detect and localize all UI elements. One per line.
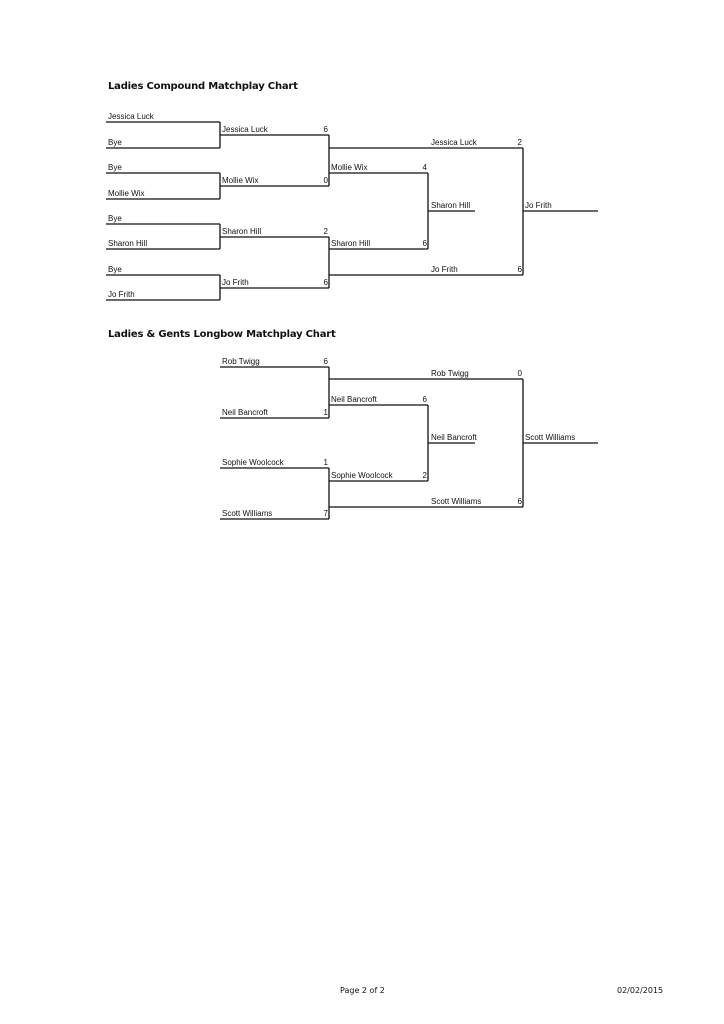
longbow-finalist-score: 0	[517, 369, 522, 378]
compound-r1-entry: Bye	[108, 138, 122, 147]
longbow-chart-title: Ladies & Gents Longbow Matchplay Chart	[108, 329, 336, 340]
compound-r2-score: 6	[323, 278, 328, 287]
compound-chart-title: Ladies Compound Matchplay Chart	[108, 81, 298, 92]
compound-bracket-lines	[106, 121, 598, 301]
compound-semi-name: Mollie Wix	[331, 163, 368, 172]
longbow-r1-score: 6	[323, 357, 328, 366]
compound-r2-name: Jo Frith	[222, 278, 249, 287]
longbow-r1-name: Neil Bancroft	[222, 408, 268, 417]
longbow-r1-score: 7	[323, 509, 328, 518]
longbow-r1-score: 1	[323, 458, 328, 467]
compound-r1-entry: Jessica Luck	[108, 112, 154, 121]
longbow-semi-score: 2	[422, 471, 427, 480]
longbow-r1-score: 1	[323, 408, 328, 417]
longbow-r1-name: Sophie Woolcock	[222, 458, 284, 467]
compound-finalist-score: 2	[517, 138, 522, 147]
compound-winner: Jo Frith	[525, 201, 552, 210]
compound-third-place: Sharon Hill	[431, 201, 471, 210]
compound-r2-name: Sharon Hill	[222, 227, 262, 236]
page-number: Page 2 of 2	[340, 986, 385, 995]
print-date: 02/02/2015	[617, 986, 664, 995]
longbow-r1-name: Rob Twigg	[222, 357, 260, 366]
longbow-semi-name: Neil Bancroft	[331, 395, 377, 404]
compound-r1-entry: Jo Frith	[108, 290, 135, 299]
longbow-finalist-score: 6	[517, 497, 522, 506]
longbow-semi-name: Sophie Woolcock	[331, 471, 393, 480]
longbow-finalist-name: Scott Williams	[431, 497, 482, 506]
compound-finalist-name: Jo Frith	[431, 265, 458, 274]
compound-r2-name: Jessica Luck	[222, 125, 268, 134]
compound-r2-name: Mollie Wix	[222, 176, 259, 185]
longbow-winner: Scott Williams	[525, 433, 576, 442]
compound-semi-name: Sharon Hill	[331, 239, 371, 248]
compound-r2-score: 6	[323, 125, 328, 134]
longbow-bracket-lines	[220, 366, 598, 520]
compound-r1-entry: Bye	[108, 214, 122, 223]
longbow-r1-name: Scott Williams	[222, 509, 273, 518]
compound-r2-score: 2	[323, 227, 328, 236]
compound-r1-entry: Sharon Hill	[108, 239, 148, 248]
compound-r1-entry: Bye	[108, 265, 122, 274]
compound-semi-score: 4	[422, 163, 427, 172]
compound-finalist-score: 6	[517, 265, 522, 274]
compound-semi-score: 6	[422, 239, 427, 248]
compound-r2-score: 0	[323, 176, 328, 185]
compound-finalist-name: Jessica Luck	[431, 138, 477, 147]
compound-r1-entry: Mollie Wix	[108, 189, 145, 198]
longbow-finalist-name: Rob Twigg	[431, 369, 469, 378]
compound-r1-entry: Bye	[108, 163, 122, 172]
longbow-semi-score: 6	[422, 395, 427, 404]
longbow-third-place: Neil Bancroft	[431, 433, 477, 442]
